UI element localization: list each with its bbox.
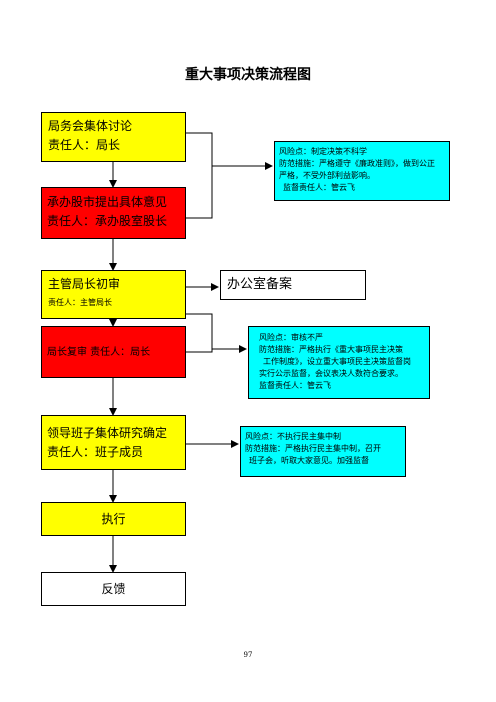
risk-box-2: 风险点：审核不严 防范措施：严格执行《重大事项民主决策 工作制度》，设立重大事项… [248, 326, 430, 399]
risk-1-line-3: 监督责任人：管云飞 [283, 183, 355, 192]
step-collective-name: 领导班子集体研究确定 [47, 426, 168, 440]
risk-1-line-1: 防范措施：严格遵守《廉政准则》，做到公正 [279, 159, 435, 168]
bracket-risk-1 [186, 132, 213, 219]
filing-box: 办公室备案 [220, 270, 366, 300]
bracket-risk-2 [186, 313, 213, 353]
risk-3-line-2: 班子会，听取大家意见。加强监督 [249, 456, 369, 465]
risk-3-line-1: 防范措施：严格执行民主集中制，召开 [245, 444, 381, 453]
risk-2-line-3: 实行公示监督，会议表决人数符合要求。 [259, 369, 403, 378]
risk-2-line-2: 工作制度》，设立重大事项民主决策监督岗 [263, 357, 411, 366]
page-title: 重大事项决策流程图 [185, 67, 311, 83]
step-feedback-label: 反馈 [101, 582, 126, 596]
step-approve: 局长复审 责任人：局长 [41, 326, 186, 378]
step-meeting-owner: 责任人：局长 [48, 138, 121, 152]
risk-1-line-0: 风险点：制定决策不科学 [279, 147, 367, 156]
step-collective-owner: 责任人：班子成员 [47, 445, 144, 459]
filing-label: 办公室备案 [227, 277, 293, 292]
step-proposal-name: 承办股市提出具体意见 [47, 195, 168, 209]
risk-2-line-0: 风险点：审核不严 [259, 333, 323, 342]
step-review: 主管局长初审 责任人：主管局长 [41, 270, 186, 319]
step-proposal: 承办股市提出具体意见 责任人：承办股室股长 [41, 187, 186, 239]
risk-box-1: 风险点：制定决策不科学 防范措施：严格遵守《廉政准则》，做到公正 严格，不受外部… [274, 141, 450, 201]
step-collective: 领导班子集体研究确定 责任人：班子成员 [41, 415, 186, 470]
step-execute: 执行 [41, 502, 186, 536]
risk-2-line-1: 防范措施：严格执行《重大事项民主决策 [259, 345, 403, 354]
risk-3-line-0: 风险点：不执行民主集中制 [245, 432, 341, 441]
step-meeting-name: 局务会集体讨论 [48, 119, 133, 133]
step-review-owner: 责任人：主管局长 [48, 298, 112, 307]
risk-1-line-2: 严格，不受外部利益影响。 [279, 171, 375, 180]
step-feedback: 反馈 [41, 572, 186, 606]
step-meeting: 局务会集体讨论 责任人：局长 [41, 112, 186, 162]
step-proposal-owner: 责任人：承办股室股长 [47, 214, 168, 228]
risk-2-line-4: 监督责任人：管云飞 [259, 381, 331, 390]
step-review-name: 主管局长初审 [48, 277, 121, 291]
step-approve-text: 局长复审 责任人：局长 [47, 347, 151, 358]
risk-box-3: 风险点：不执行民主集中制 防范措施：严格执行民主集中制，召开 班子会，听取大家意… [240, 426, 406, 477]
page-number: 97 [243, 651, 253, 659]
step-execute-label: 执行 [101, 512, 126, 526]
